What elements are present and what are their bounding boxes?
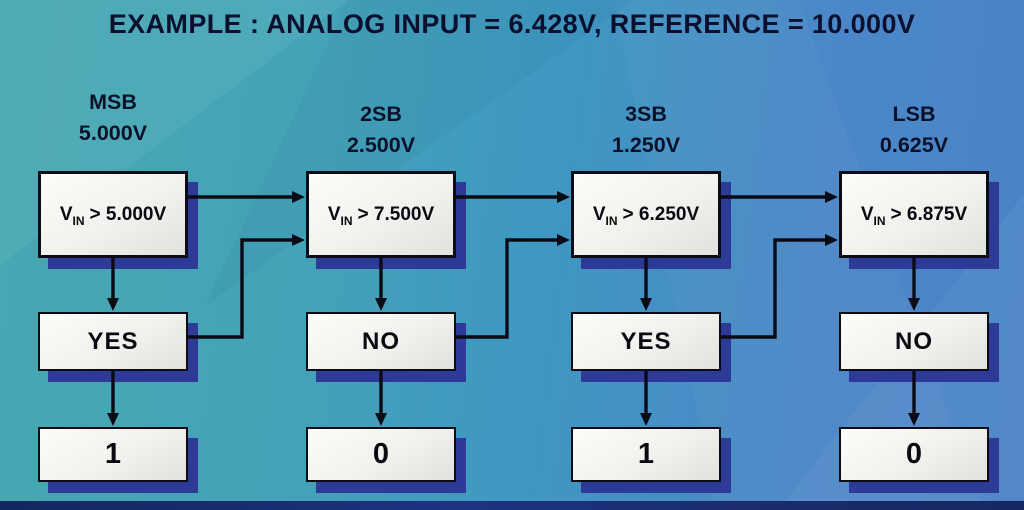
comparison-box: VIN> 7.500V xyxy=(306,171,456,258)
column-header: 2SB 2.500V xyxy=(261,99,501,161)
comparison-text: VIN> 7.500V xyxy=(327,203,435,228)
comparison-box: VIN> 6.875V xyxy=(839,171,989,258)
bit-label: LSB xyxy=(892,102,936,126)
column-header: LSB 0.625V xyxy=(794,99,1024,161)
bit-voltage: 5.000V xyxy=(78,121,148,146)
comparison-box: VIN> 6.250V xyxy=(571,171,721,258)
decision-box: YES xyxy=(571,312,721,371)
arrow-cmp-to-decision xyxy=(107,258,920,311)
arrow-decision-to-next-cmp xyxy=(188,234,838,339)
bit-voltage: 2.500V xyxy=(346,133,416,158)
bit-value-box: 1 xyxy=(571,427,721,482)
column-header: 3SB 1.250V xyxy=(526,99,766,161)
decision-box: NO xyxy=(306,312,456,371)
arrow-decision-to-bit xyxy=(107,371,920,426)
bottom-border-strip xyxy=(0,501,1024,510)
decision-text: NO xyxy=(362,327,400,355)
bit-value-box: 0 xyxy=(839,427,989,482)
decision-box: NO xyxy=(839,312,989,371)
decision-text: YES xyxy=(620,327,672,355)
column-lsb: LSB 0.625V VIN> 6.875V NO 0 xyxy=(839,0,989,510)
bit-label: MSB xyxy=(89,90,137,114)
column-msb: MSB 5.000V VIN> 5.000V YES 1 xyxy=(38,0,188,510)
bit-value: 1 xyxy=(637,438,655,470)
comparison-box: VIN> 5.000V xyxy=(38,171,188,258)
column-2sb: 2SB 2.500V VIN> 7.500V NO 0 xyxy=(306,0,456,510)
bit-label: 3SB xyxy=(625,102,667,126)
column-header: MSB 5.000V xyxy=(0,87,233,149)
bit-voltage: 1.250V xyxy=(611,133,681,158)
decision-text: YES xyxy=(87,327,139,355)
comparison-text: VIN> 6.875V xyxy=(860,203,968,228)
decision-box: YES xyxy=(38,312,188,371)
comparison-text: VIN> 5.000V xyxy=(59,203,167,228)
bit-value-box: 1 xyxy=(38,427,188,482)
arrow-cmp-to-next-cmp xyxy=(188,191,838,203)
column-3sb: 3SB 1.250V VIN> 6.250V YES 1 xyxy=(571,0,721,510)
bit-voltage: 0.625V xyxy=(879,133,949,158)
bit-value: 1 xyxy=(104,438,122,470)
bit-value-box: 0 xyxy=(306,427,456,482)
bit-value: 0 xyxy=(372,438,390,470)
decision-text: NO xyxy=(895,327,933,355)
bit-label: 2SB xyxy=(360,102,402,126)
diagram-title: EXAMPLE : ANALOG INPUT = 6.428V, REFEREN… xyxy=(108,9,916,39)
bit-value: 0 xyxy=(905,438,923,470)
comparison-text: VIN> 6.250V xyxy=(592,203,700,228)
